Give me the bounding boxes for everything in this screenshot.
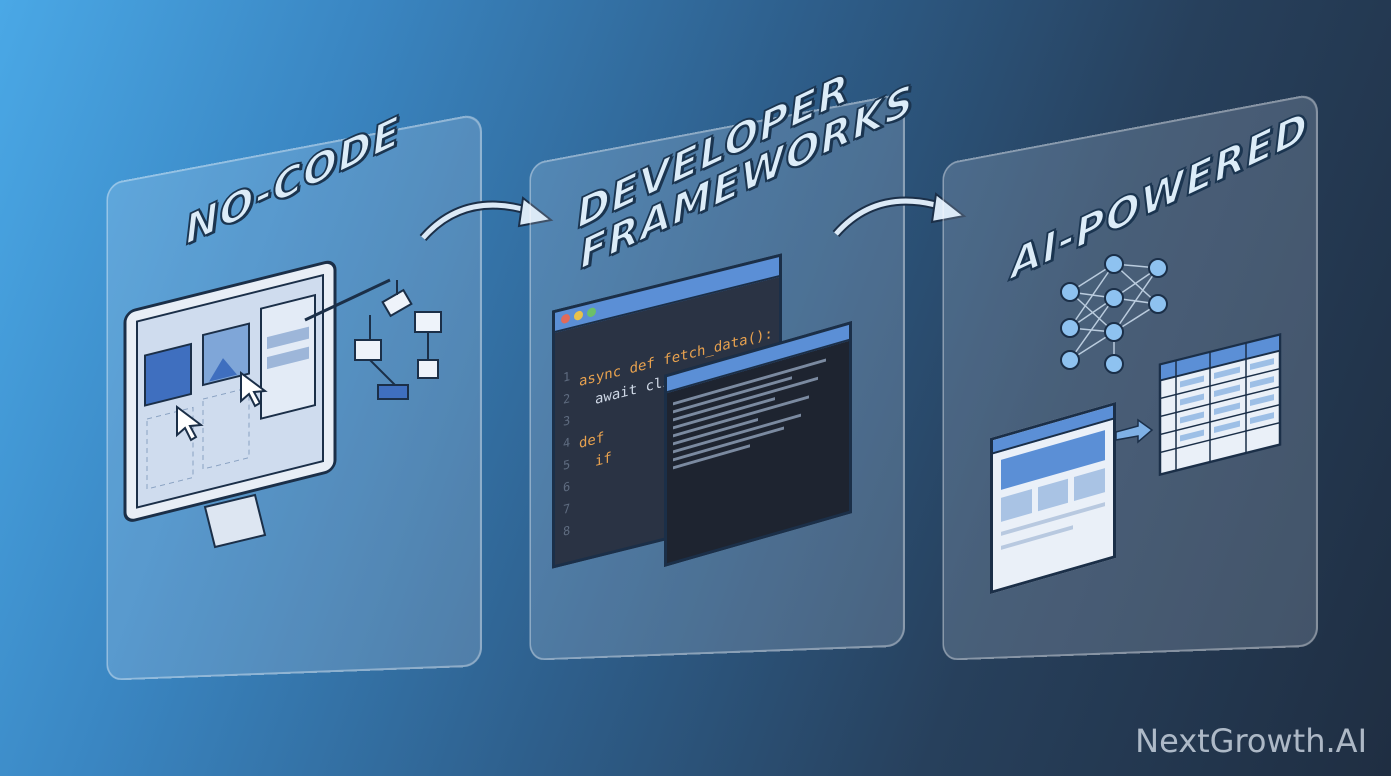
arrow-right-icon	[832, 192, 967, 238]
workflow-diagram	[304, 278, 442, 400]
arrow-right-icon	[419, 196, 554, 242]
data-table-icon	[1158, 333, 1282, 477]
close-dot-icon	[561, 313, 570, 325]
maximize-dot-icon	[587, 306, 596, 318]
line-number: 2	[563, 391, 571, 407]
monitor-illustration	[123, 260, 337, 549]
minimize-dot-icon	[574, 309, 583, 322]
line-number: 3	[563, 413, 571, 429]
line-number: 4	[563, 435, 571, 451]
watermark: NextGrowth.AI	[1135, 722, 1367, 760]
line-number: 1	[563, 369, 571, 385]
line-number: 5	[563, 457, 571, 473]
line-number: 6	[563, 479, 571, 495]
extract-arrow-icon	[1115, 418, 1154, 444]
line-number: 7	[563, 501, 571, 517]
line-numbers: 1 2 3 4 5 6 7 8	[563, 365, 570, 543]
neural-network-icon	[1060, 254, 1168, 374]
line-number: 8	[563, 523, 571, 539]
